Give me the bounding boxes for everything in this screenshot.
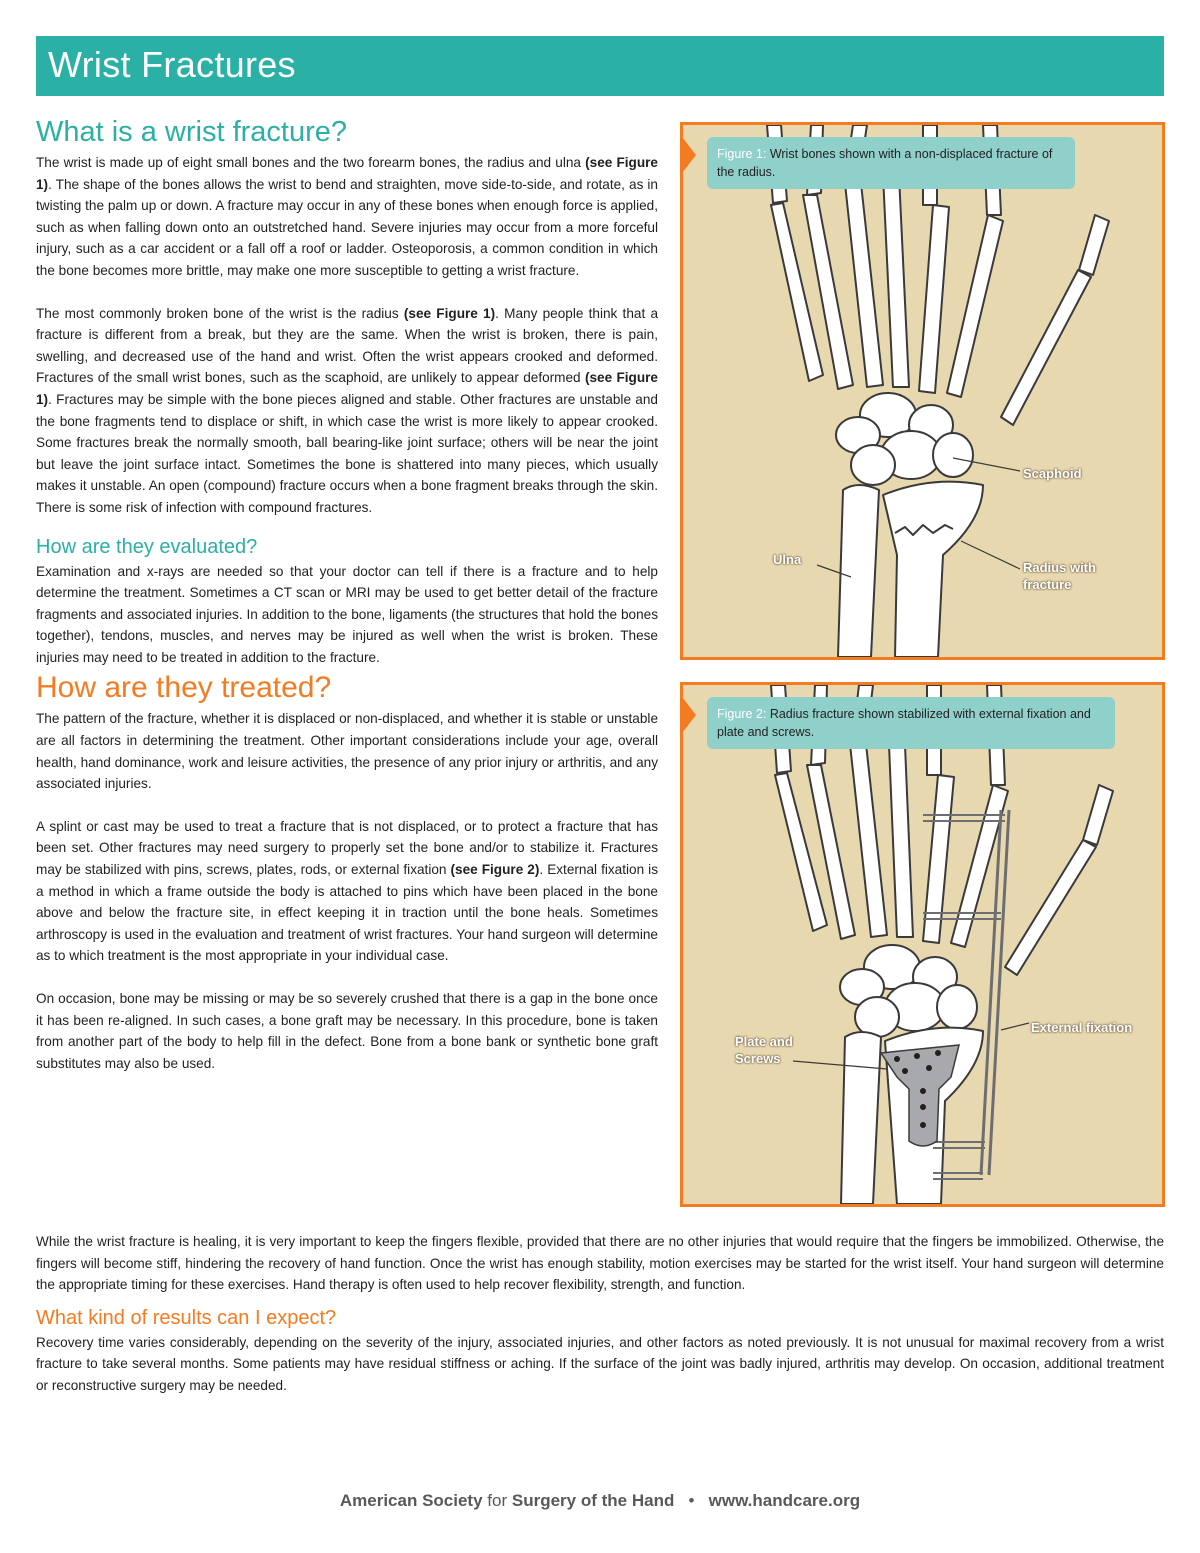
what-is-paragraph-2: The most commonly broken bone of the wri… bbox=[36, 303, 658, 519]
heading-what-is: What is a wrist fracture? bbox=[36, 116, 348, 148]
figure-reference: (see Figure 1) bbox=[403, 305, 496, 321]
text-run: . Fractures may be simple with the bone … bbox=[36, 391, 658, 515]
text-run: . External fixation is a method in which… bbox=[36, 862, 658, 964]
text-run: . The shape of the bones allows the wris… bbox=[36, 176, 658, 278]
figure-1: Figure 1: Wrist bones shown with a non-d… bbox=[680, 122, 1165, 660]
page-title: Wrist Fractures bbox=[48, 44, 296, 85]
text-run: The most commonly broken bone of the wri… bbox=[36, 305, 404, 321]
heading-evaluated: How are they evaluated? bbox=[36, 535, 258, 558]
full-width-section: While the wrist fracture is healing, it … bbox=[36, 1231, 1164, 1397]
left-column: What is a wrist fracture? The wrist is m… bbox=[36, 116, 658, 1074]
caption-text: Wrist bones shown with a non-displaced f… bbox=[717, 147, 1053, 179]
figure-reference: (see Figure 1) bbox=[36, 155, 658, 192]
plate-screws-label: Plate and Screws bbox=[735, 1034, 793, 1066]
footer-for: for bbox=[487, 1491, 508, 1510]
treated-paragraph-1: The pattern of the fracture, whether it … bbox=[36, 711, 658, 792]
results-paragraph: Recovery time varies considerably, depen… bbox=[36, 1334, 1164, 1393]
radius-label: Radius with fracture bbox=[1023, 560, 1096, 592]
footer-org-name: American Society bbox=[339, 1491, 483, 1510]
ulna-label: Ulna bbox=[773, 552, 802, 567]
footer-org-name-2: Surgery of the Hand bbox=[511, 1491, 675, 1510]
text-run: The wrist is made up of eight small bone… bbox=[36, 155, 586, 170]
wrist-bones-illustration bbox=[683, 125, 1162, 657]
treated-paragraph-3: On occasion, bone may be missing or may … bbox=[36, 991, 658, 1071]
footer-bullet: • bbox=[688, 1491, 695, 1510]
figure-reference: (see Figure 1) bbox=[36, 370, 658, 407]
what-is-paragraph-1: The wrist is made up of eight small bone… bbox=[36, 152, 658, 282]
external-fixation-label: External fixation bbox=[1031, 1020, 1133, 1035]
figure-1-caption: Figure 1: Wrist bones shown with a non-d… bbox=[707, 137, 1075, 189]
figure-marker-arrow bbox=[683, 697, 696, 733]
heading-treated: How are they treated? bbox=[36, 671, 332, 705]
figure-reference: (see Figure 2) bbox=[450, 862, 540, 878]
caption-text: Radius fracture shown stabilized with ex… bbox=[717, 707, 1091, 739]
title-bar: Wrist Fractures bbox=[36, 36, 1164, 96]
text-run: . Many people think that a fracture is d… bbox=[36, 305, 659, 386]
figure-marker-arrow bbox=[683, 137, 696, 173]
heading-results: What kind of results can I expect? bbox=[36, 1306, 337, 1329]
footer: American Society for Surgery of the Hand… bbox=[0, 1491, 1200, 1511]
figure-label: Figure 2: bbox=[717, 707, 767, 721]
evaluated-paragraph: Examination and x-rays are needed so tha… bbox=[36, 563, 658, 665]
treated-paragraph-4: While the wrist fracture is healing, it … bbox=[36, 1234, 1164, 1293]
figure-2: Figure 2: Radius fracture shown stabiliz… bbox=[680, 682, 1165, 1207]
external-fixation-illustration bbox=[683, 685, 1162, 1204]
scaphoid-label: Scaphoid bbox=[1023, 466, 1082, 481]
figure-2-caption: Figure 2: Radius fracture shown stabiliz… bbox=[707, 697, 1115, 749]
text-run: A splint or cast may be used to treat a … bbox=[36, 818, 658, 878]
footer-website-link[interactable]: www.handcare.org bbox=[708, 1491, 861, 1510]
figure-label: Figure 1: bbox=[717, 147, 767, 161]
treated-paragraph-2: A splint or cast may be used to treat a … bbox=[36, 816, 658, 967]
